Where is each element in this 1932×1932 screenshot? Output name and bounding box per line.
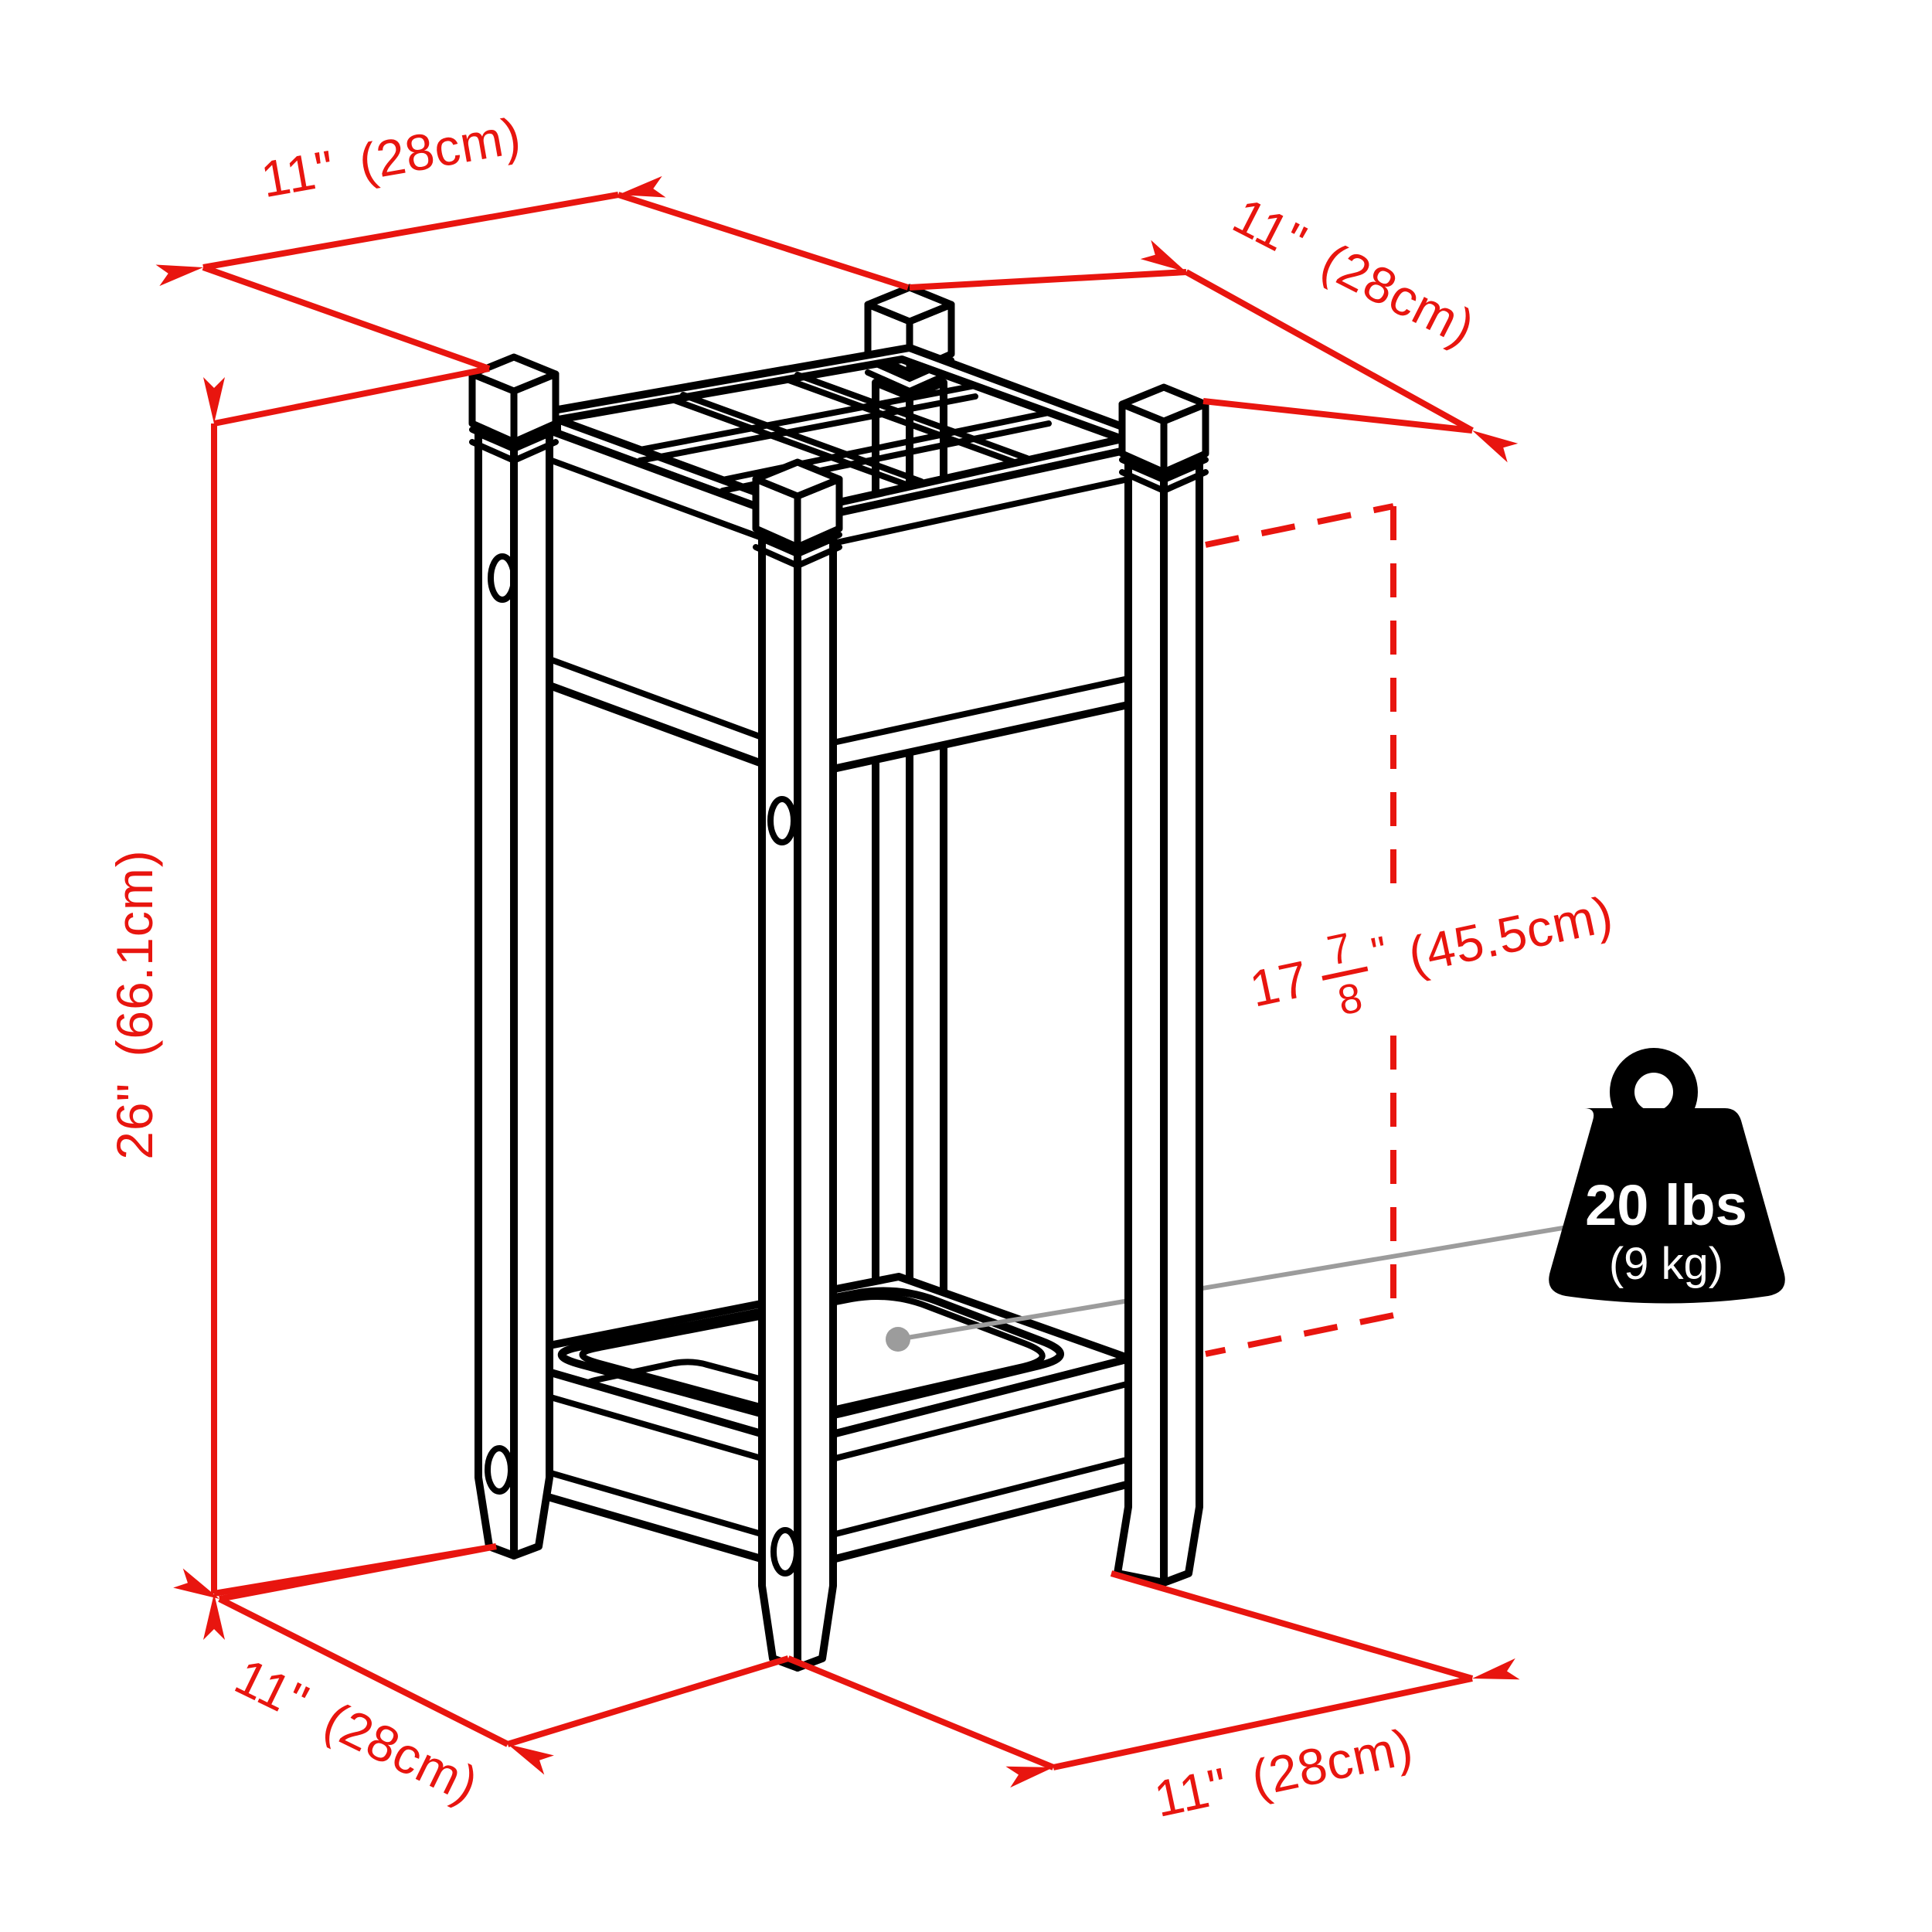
grid-divider bbox=[637, 393, 978, 464]
dimension-bottom-left: 11" (28cm) bbox=[173, 1543, 790, 1814]
fraction-denominator: 8 bbox=[1334, 974, 1367, 1024]
post-face bbox=[1160, 460, 1203, 1587]
dimension-label: 11" (28cm) bbox=[257, 106, 525, 208]
grid-divider bbox=[669, 396, 913, 489]
dimension-label-fraction: 17 7 8 " (45.5cm) bbox=[1245, 885, 1618, 1025]
cap-groove bbox=[469, 427, 559, 452]
weight-badge: 20 lbs (9 kg) bbox=[1549, 1048, 1785, 1304]
post-cap-top bbox=[864, 284, 955, 325]
dimension-top-left: 11" (28cm) bbox=[155, 106, 910, 372]
screw-hole bbox=[485, 1445, 514, 1495]
fraction-numerator: 7 bbox=[1323, 924, 1356, 975]
fraction-unit: " bbox=[1368, 927, 1393, 976]
dimension-label: 26" (66.1cm) bbox=[106, 849, 163, 1160]
cap-groove bbox=[753, 544, 842, 570]
right-post bbox=[1114, 383, 1209, 1587]
tray-rim-outer bbox=[557, 1287, 1064, 1423]
post-face bbox=[1114, 460, 1168, 1587]
extension-line bbox=[909, 269, 1187, 291]
dimension-label: 11" (28cm) bbox=[1149, 1717, 1418, 1828]
extension-line bbox=[219, 1543, 497, 1602]
extension-line bbox=[202, 264, 491, 372]
weight-value: 20 lbs bbox=[1585, 1173, 1747, 1237]
fraction-metric: (45.5cm) bbox=[1403, 885, 1618, 984]
extension-line bbox=[506, 1655, 790, 1747]
cap-groove bbox=[1119, 457, 1209, 482]
extension-line bbox=[1202, 398, 1473, 434]
front-post bbox=[752, 458, 843, 1672]
extension-line bbox=[1110, 1570, 1474, 1682]
dashed-line bbox=[1205, 1312, 1394, 1357]
screw-hole bbox=[770, 1527, 800, 1577]
dimension-label: 11" (28cm) bbox=[226, 1648, 488, 1814]
cap-groove bbox=[469, 439, 559, 464]
weight-icon-ring-hole bbox=[1634, 1073, 1673, 1111]
post-cap-top bbox=[752, 458, 843, 500]
grid-divider bbox=[637, 383, 978, 453]
grid-divider bbox=[794, 372, 1030, 461]
weight-icon bbox=[1549, 1108, 1785, 1304]
grid-divider bbox=[784, 376, 1019, 466]
post-face bbox=[510, 429, 553, 1560]
weight-metric: (9 kg) bbox=[1609, 1239, 1723, 1289]
grid-divider bbox=[680, 392, 924, 485]
dimension-height: 26" (66.1cm) bbox=[106, 366, 497, 1640]
extension-line bbox=[617, 192, 910, 291]
dashed-line bbox=[1205, 503, 1394, 548]
screw-hole bbox=[488, 553, 517, 603]
extension-line bbox=[213, 366, 490, 427]
left-post bbox=[468, 353, 560, 1560]
leader-dot bbox=[886, 1327, 910, 1352]
cap-groove bbox=[865, 369, 954, 395]
dimension-line bbox=[1140, 240, 1519, 463]
dimension-line bbox=[173, 1568, 554, 1775]
screw-hole bbox=[767, 796, 797, 845]
top-box bbox=[510, 344, 1168, 781]
fraction-whole: 17 bbox=[1245, 950, 1314, 1018]
tray-rim-inner bbox=[579, 1294, 1046, 1416]
cap-groove bbox=[1119, 469, 1209, 495]
dimension-bottom-right: 11" (28cm) bbox=[787, 1570, 1520, 1828]
post-face bbox=[794, 534, 837, 1672]
dimension-line bbox=[1005, 1658, 1520, 1788]
dimension-line bbox=[155, 175, 666, 287]
leader-line bbox=[897, 1223, 1582, 1342]
fraction-bar bbox=[1321, 966, 1369, 981]
post-face bbox=[474, 429, 518, 1560]
cap-groove bbox=[753, 532, 842, 557]
extension-line bbox=[787, 1655, 1055, 1770]
box-fascia-right bbox=[794, 438, 1168, 781]
umbrella-stand-drawing bbox=[468, 284, 1582, 1672]
dimension-label: 11" (28cm) bbox=[1224, 186, 1484, 356]
post-face bbox=[758, 534, 801, 1672]
